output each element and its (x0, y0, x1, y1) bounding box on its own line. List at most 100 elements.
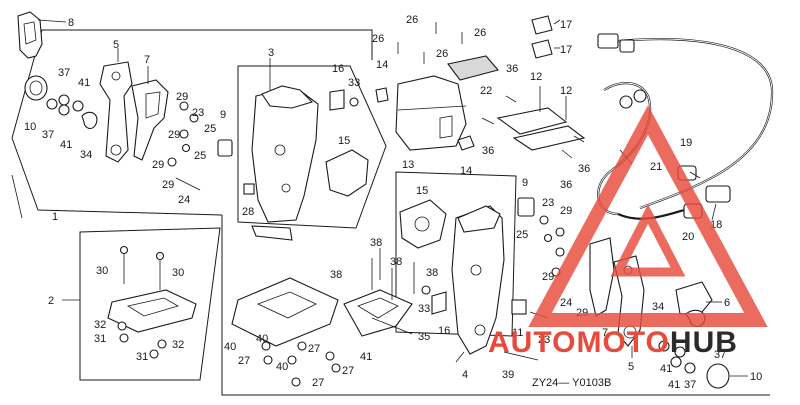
part-8-clip-detail (23, 21, 37, 45)
part-label: 26 (474, 27, 486, 39)
part-4-top (457, 205, 501, 233)
gasket-right (343, 289, 413, 337)
part-5-arm-hole (111, 71, 121, 81)
part-label: 41 (660, 363, 672, 375)
part-13-housing (395, 75, 467, 151)
part-label: 12 (560, 85, 572, 97)
part-label: 17 (560, 19, 572, 31)
part-3-hole-a (274, 144, 286, 156)
part-21-harness-inner (609, 38, 773, 209)
part-8-clip (17, 11, 43, 59)
part-15-cover (325, 149, 369, 197)
part-31-washer (119, 333, 129, 343)
part-33-bolt-2 (421, 285, 431, 295)
part-label: 23 (542, 197, 554, 209)
part-29-washer-5 (555, 247, 565, 257)
part-label: 23 (192, 107, 204, 119)
part-4-hole (470, 264, 482, 276)
part-12-plate-2 (512, 125, 586, 151)
part-13-housing-rim (397, 105, 467, 111)
part-label: 20 (682, 231, 694, 243)
part-label: 37 (58, 67, 70, 79)
part-6-clip (675, 281, 713, 315)
part-label: 37 (42, 129, 54, 141)
part-9-block-2 (517, 197, 535, 217)
part-29-washer (179, 101, 189, 111)
part-13-slot (439, 115, 453, 139)
part-14-clip (375, 87, 389, 103)
part-label: 3 (268, 47, 274, 59)
part-label: 41 (668, 379, 680, 391)
part-34-spring (81, 111, 98, 130)
part-label: 32 (172, 339, 184, 351)
part-label: 26 (436, 48, 448, 60)
watermark: AUTOMOTOHUB (488, 105, 768, 359)
part-label: 30 (96, 265, 108, 277)
part-label: 9 (220, 109, 226, 121)
part-label: 36 (482, 145, 494, 157)
part-label: 23 (538, 334, 550, 346)
part-15-cover-2 (399, 199, 447, 249)
part-label: 2 (48, 295, 54, 307)
part-label: 36 (578, 163, 590, 175)
part-10-cap-inner (29, 80, 43, 96)
part-label: 29 (152, 159, 164, 171)
part-16-clip (329, 89, 345, 111)
part-11-block (511, 299, 527, 315)
part-label: 16 (438, 325, 450, 337)
part-21-harness-outer (609, 38, 774, 210)
part-label: 24 (560, 297, 572, 309)
part-36-screw-d (573, 135, 585, 143)
part-label: 1 (52, 211, 58, 223)
part-2-gasket-hole (126, 297, 180, 317)
part-37-nut (46, 98, 58, 110)
part-36-screw-a (505, 95, 517, 103)
part-23-nut-2 (539, 215, 549, 225)
part-label: 38 (330, 269, 342, 281)
part-36-screw-b (481, 117, 495, 125)
part-label: 8 (68, 17, 74, 29)
part-label: 39 (502, 369, 514, 381)
watermark-text-red: AUTOMOTO (488, 326, 670, 359)
part-label: 17 (560, 44, 572, 56)
part-30-bolt-head (119, 245, 129, 255)
part-21-connector-top-2 (619, 39, 635, 53)
part-18-connector (705, 185, 731, 203)
part-label: 40 (276, 361, 288, 373)
part-41-washer-3 (658, 340, 670, 352)
part-label: 29 (542, 271, 554, 283)
part-label: 27 (312, 377, 324, 389)
part-label: 29 (168, 129, 180, 141)
part-label: 30 (172, 267, 184, 279)
assembly-3-frame (237, 65, 387, 229)
part-label: 14 (460, 165, 472, 177)
part-3-hole-b (281, 183, 291, 193)
part-27-washer-c (297, 341, 307, 351)
part-21-connector-top (597, 33, 619, 49)
part-label: 38 (390, 256, 402, 268)
part-label: 26 (372, 33, 384, 45)
part-label: 27 (342, 365, 354, 377)
part-32-nut-2 (157, 339, 167, 349)
part-41-washer-2 (72, 100, 84, 112)
part-35-pin (371, 317, 413, 335)
part-label: 5 (113, 39, 119, 51)
part-30-bolt-2-head (155, 251, 165, 261)
part-label: 37 (684, 379, 696, 391)
part-label: 14 (376, 59, 388, 71)
part-label: 36 (560, 179, 572, 191)
part-label: 36 (506, 63, 518, 75)
part-10-cap (24, 75, 48, 101)
part-label: 21 (650, 161, 662, 173)
part-21-ring-terminal (619, 95, 633, 109)
part-label: 10 (24, 121, 36, 133)
gasket-right-hole (357, 297, 399, 319)
part-17-cap-2 (531, 39, 553, 59)
part-label: 29 (176, 91, 188, 103)
part-label: 38 (370, 237, 382, 249)
assembly-4-inner-frame (395, 171, 517, 337)
part-12-plate (496, 107, 568, 135)
part-label: 41 (60, 139, 72, 151)
